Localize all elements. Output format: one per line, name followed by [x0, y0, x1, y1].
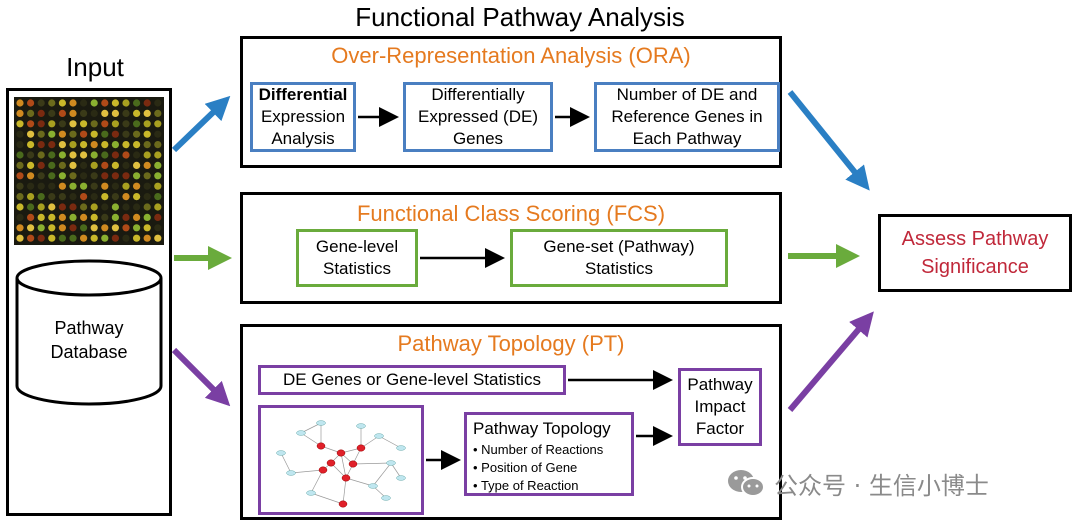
pt-bullet-item: • Type of Reaction — [473, 478, 579, 493]
arrow-ora-to-output — [787, 90, 870, 191]
ora-differential-expression-box: Differential Expression Analysis — [250, 82, 356, 152]
diagram-title: Functional Pathway Analysis — [355, 2, 685, 32]
input-label: Input — [66, 52, 124, 82]
fcs-gene-level-box: Gene-level Statistics — [296, 229, 418, 287]
wechat-icon — [728, 470, 765, 497]
pt-bullet-item: • Number of Reactions — [473, 442, 604, 457]
watermark-text: 公众号 · 生信小博士 — [774, 471, 989, 500]
assess-significance-box: Assess Pathway Significance — [878, 214, 1072, 292]
input-frame — [6, 88, 172, 516]
database-cylinder-icon — [15, 259, 163, 406]
arrow-input-to-pt — [171, 347, 231, 407]
arrow-input-to-ora — [171, 95, 231, 153]
ora-de-genes-box: Differentially Expressed (DE) Genes — [403, 82, 553, 152]
ora-step1-rest: Expression Analysis — [260, 107, 346, 148]
ora-step1-bold: Differential — [258, 85, 348, 104]
database-label: Pathway Database — [50, 318, 128, 362]
pt-network-image-box — [258, 405, 424, 515]
pt-topology-box: Pathway Topology • Number of Reactions •… — [464, 412, 634, 496]
watermark: 公众号 · 生信小博士 — [726, 466, 1066, 500]
pt-impact-factor-box: Pathway Impact Factor — [678, 368, 762, 446]
pt-de-genes-box: DE Genes or Gene-level Statistics — [258, 365, 566, 395]
pt-bullet-text: Type of Reaction — [480, 478, 579, 493]
pathway-network-graph — [276, 420, 406, 508]
pt-title: Pathway Topology (PT) — [397, 331, 625, 356]
fcs-gene-set-box: Gene-set (Pathway) Statistics — [510, 229, 728, 287]
pt-bullet-text: Number of Reactions — [481, 442, 604, 457]
microarray-spots — [16, 99, 162, 242]
pt-bullet-item: • Position of Gene — [473, 460, 578, 475]
microarray-image — [14, 97, 164, 245]
pt-topology-title: Pathway Topology — [473, 419, 611, 438]
ora-pathway-counts-box: Number of DE and Reference Genes in Each… — [594, 82, 780, 152]
ora-title: Over-Representation Analysis (ORA) — [331, 43, 691, 68]
arrow-pt-to-output — [787, 311, 874, 412]
fcs-title: Functional Class Scoring (FCS) — [356, 201, 666, 226]
pt-bullet-text: Position of Gene — [481, 460, 578, 475]
